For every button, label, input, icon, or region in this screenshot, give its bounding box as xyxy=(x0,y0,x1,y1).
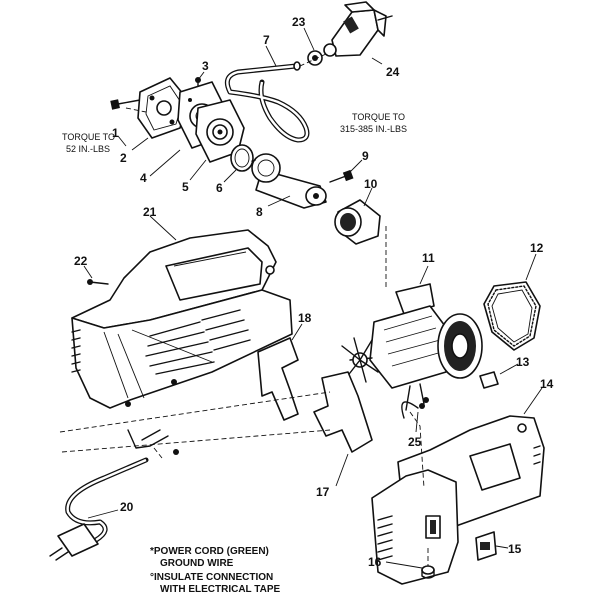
part-13-capacitor xyxy=(479,371,499,389)
torque-note-left-line2: 52 IN.-LBS xyxy=(66,144,110,154)
callout-3: 3 xyxy=(202,59,209,73)
footnote-line2: GROUND WIRE xyxy=(160,558,234,569)
part-11-motor-assembly xyxy=(341,283,483,411)
callout-12: 12 xyxy=(530,241,544,255)
callout-8: 8 xyxy=(256,205,263,219)
part-20-power-cord xyxy=(49,429,179,561)
assembly-lines xyxy=(59,53,429,566)
torque-note-right-line1: TORQUE TO xyxy=(352,112,405,122)
part-17-panel-gasket xyxy=(313,371,373,453)
callout-18: 18 xyxy=(298,311,312,325)
callout-21: 21 xyxy=(143,205,157,219)
part-6-o-ring xyxy=(230,144,254,172)
part-7-outlet-tube xyxy=(224,61,310,143)
callout-15: 15 xyxy=(508,542,522,556)
part-25-ground-wire xyxy=(401,397,429,419)
part-24-pressure-switch xyxy=(323,1,393,57)
callout-6: 6 xyxy=(216,181,223,195)
part-1-screw xyxy=(110,99,141,110)
callout-2: 2 xyxy=(120,151,127,165)
callout-24: 24 xyxy=(386,65,400,79)
callout-17: 17 xyxy=(316,485,330,499)
torque-note-right-line2: 315-385 IN.-LBS xyxy=(340,124,407,134)
callout-23: 23 xyxy=(292,15,306,29)
callout-20: 20 xyxy=(120,500,134,514)
callout-16: 16 xyxy=(368,555,382,569)
part-9-screw xyxy=(329,169,354,183)
callout-1: 1 xyxy=(112,126,119,140)
callout-13: 13 xyxy=(516,355,530,369)
part-21-shroud-left xyxy=(71,229,293,409)
callout-4: 4 xyxy=(140,171,147,185)
callout-22: 22 xyxy=(74,254,88,268)
callout-25: 25 xyxy=(408,435,422,449)
part-10-bushing xyxy=(334,199,381,245)
torque-note-left-line1: TORQUE TO xyxy=(62,132,115,142)
callout-11: 11 xyxy=(422,251,435,265)
part-23-nut xyxy=(307,50,323,66)
callout-9: 9 xyxy=(362,149,369,163)
part-12-drive-belt xyxy=(483,281,541,351)
part-18-baffle xyxy=(257,337,299,421)
part-15-clip xyxy=(475,531,497,561)
part-2-cylinder-head xyxy=(137,77,189,139)
callout-10: 10 xyxy=(364,177,378,191)
footnote-line4: WITH ELECTRICAL TAPE xyxy=(160,584,281,595)
footnote-line1: *POWER CORD (GREEN) xyxy=(150,546,269,557)
part-22-screw xyxy=(87,279,109,285)
callout-14: 14 xyxy=(540,377,554,391)
callout-7: 7 xyxy=(263,33,270,47)
part-8-connecting-rod xyxy=(251,153,327,209)
part-14-shroud-right xyxy=(371,415,545,585)
callout-5: 5 xyxy=(182,180,189,194)
leader-lines xyxy=(83,27,543,569)
footnote-line3: °INSULATE CONNECTION xyxy=(150,572,273,583)
